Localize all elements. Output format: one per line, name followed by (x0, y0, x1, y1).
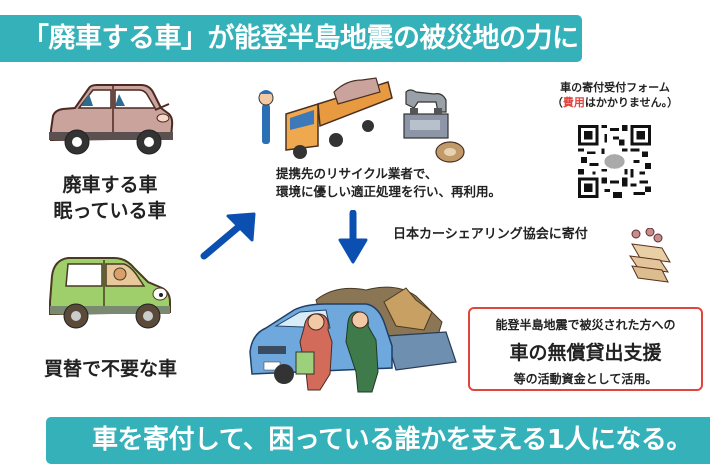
old-car-label: 廃車する車 眠っている車 (50, 172, 170, 224)
green-car-label: 買替で不要な車 (44, 354, 178, 381)
qr-note-rest: はかかりません。） (584, 96, 679, 109)
qr-note: （費用はかかりません。） (545, 95, 685, 110)
qr-title: 車の寄付受付フォーム (560, 81, 670, 94)
recycle-description: 提携先のリサイクル業者で、 環境に優しい適正処理を行い、再利用。 (276, 165, 501, 201)
arrow-down-icon (338, 210, 368, 266)
qr-note-paren: （ (551, 96, 563, 109)
disaster-support-illustration (246, 282, 461, 397)
footer-tagline: 車を寄付して、困っている誰かを支える1人になる。 (92, 425, 692, 455)
support-info-box: 能登半島地震で被災された方への 車の無償貸出支援 等の活動資金として活用。 (468, 307, 703, 391)
page-title-banner: 「廃車する車」が能登半島地震の被災地の力に (0, 15, 582, 62)
car-parts-illustration (398, 88, 470, 166)
tow-truck-illustration (258, 74, 408, 164)
recycle-line1: 提携先のリサイクル業者で、 (276, 166, 438, 181)
old-car-label-line1: 廃車する車 (62, 174, 158, 196)
recycle-line2: 環境に優しい適正処理を行い、再利用。 (276, 184, 502, 199)
old-car-label-line2: 眠っている車 (53, 200, 167, 222)
green-car-illustration (44, 252, 174, 332)
donation-label-text: 日本カーシェアリング協会に寄付 (393, 227, 588, 242)
arrow-up-right-icon (198, 210, 258, 262)
qr-code[interactable] (577, 125, 652, 198)
qr-caption: 車の寄付受付フォーム （費用はかかりません。） (545, 80, 685, 110)
support-line1: 能登半島地震で被災された方への (495, 318, 676, 332)
green-car-label-text: 買替で不要な車 (44, 358, 178, 380)
qr-note-fee: 費用 (562, 96, 585, 109)
support-headline: 車の無償貸出支援 (509, 342, 662, 364)
footer-tagline-banner: 車を寄付して、困っている誰かを支える1人になる。 (46, 417, 710, 464)
money-icon (628, 228, 676, 284)
support-line3: 等の活動資金として活用。 (513, 372, 658, 386)
donation-label: 日本カーシェアリング協会に寄付 (393, 226, 588, 244)
page-title: 「廃車する車」が能登半島地震の被災地の力に (22, 23, 579, 54)
old-car-illustration (45, 82, 175, 160)
